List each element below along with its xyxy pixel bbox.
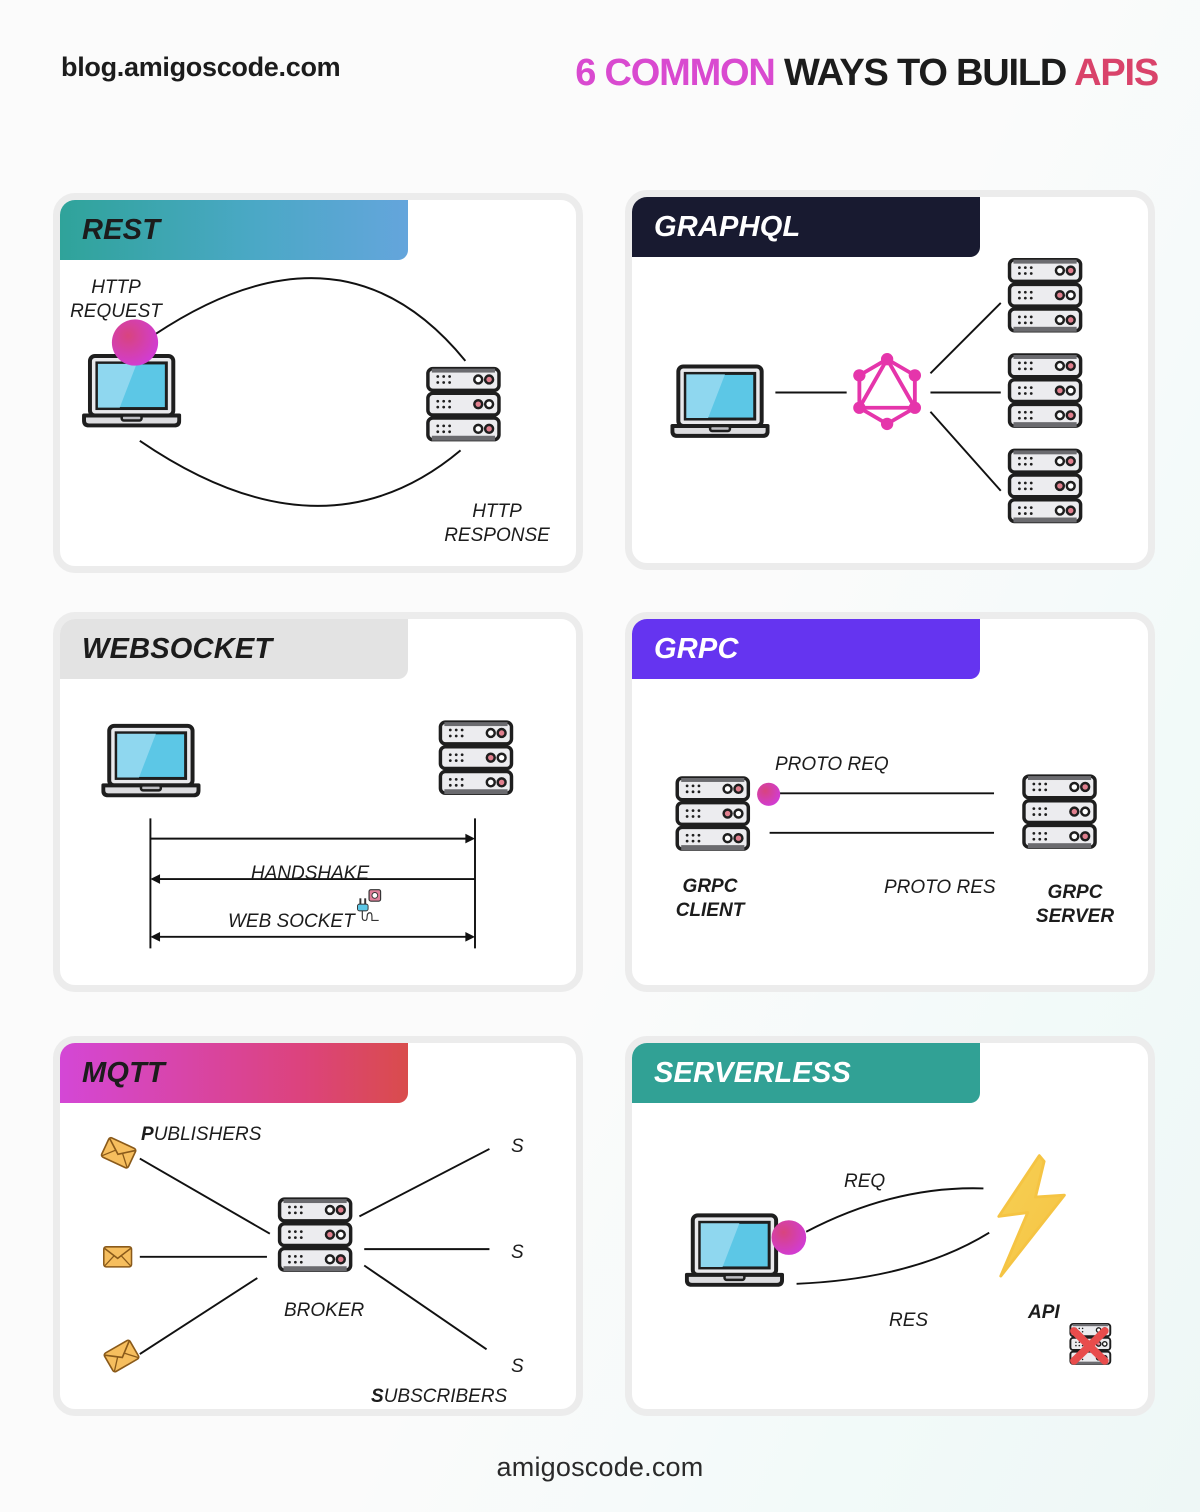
laptop-icon (687, 1215, 782, 1284)
proto-res-label: PROTO RES (884, 877, 996, 898)
grpc-client-server-icon (675, 776, 751, 852)
packet-dot (111, 319, 159, 366)
label-line: HTTP (91, 277, 141, 298)
mqtt-panel: MQTT PUBLISHERS BROKER SUBSCRIBERS S S S (53, 1036, 583, 1416)
handshake-response-arrow (150, 874, 475, 884)
page-title: 6 COMMON WAYS TO BUILD APIS (575, 52, 1159, 95)
grpc-server-icon (1022, 774, 1097, 850)
grpc-panel: GRPC PROTO REQ PROTO RES GRPC CLIENT GRP… (625, 612, 1155, 992)
websocket-diagram (60, 720, 514, 949)
grpc-client-label: GRPC CLIENT (660, 875, 760, 923)
label-line: SERVER (1035, 906, 1115, 927)
envelope-icon (102, 1338, 141, 1374)
req-label: REQ (844, 1171, 886, 1192)
label-cap: S (371, 1386, 384, 1407)
rest-panel: REST HTTP REQUEST HTTP RESPONSE (53, 193, 583, 573)
title-part-middle: WAYS TO BUILD (784, 52, 1067, 94)
http-request-label: HTTP REQUEST (66, 276, 166, 324)
title-part-apis: APIS (1074, 52, 1159, 94)
envelope-icon (99, 1136, 138, 1170)
envelope-icon (102, 1245, 133, 1268)
handshake-request-arrow (150, 833, 475, 844)
grpc-diagram (675, 774, 1097, 852)
res-curve (796, 1231, 990, 1285)
serverless-banner: SERVERLESS (632, 1043, 980, 1103)
websocket-panel: WEBSOCKET HANDSHAKE WEB SOCKET (53, 612, 583, 992)
label-line: GRPC (682, 876, 738, 897)
graphql-banner: GRAPHQL (632, 197, 980, 257)
connector-line (929, 302, 1002, 374)
subscriber-letter: S (511, 1242, 524, 1263)
label-rest: UBLISHERS (153, 1124, 262, 1145)
label-rest: UBSCRIBERS (383, 1386, 508, 1407)
websocket-banner: WEBSOCKET (60, 619, 408, 679)
publisher-line (139, 1157, 271, 1235)
connector-line (929, 411, 1002, 492)
api-label: API (1028, 1302, 1060, 1323)
laptop-icon (103, 726, 198, 795)
packet-dot (757, 782, 781, 806)
label-line: RESPONSE (444, 525, 550, 546)
label-line: HTTP (472, 501, 522, 522)
bidirectional-arrow (150, 932, 475, 942)
response-arc (139, 439, 462, 507)
graphql-logo-icon (853, 353, 921, 430)
serverless-panel: SERVERLESS REQ RES API (625, 1036, 1155, 1416)
rest-diagram (60, 277, 501, 507)
label-cap: P (141, 1124, 154, 1145)
request-arc (153, 277, 467, 362)
laptop-icon (84, 356, 179, 425)
proto-req-label: PROTO REQ (775, 754, 889, 775)
footer-url[interactable]: amigoscode.com (496, 1452, 704, 1482)
subscriber-letter: S (511, 1356, 524, 1377)
subscriber-line (358, 1148, 490, 1218)
label-line: GRPC (1047, 882, 1103, 903)
laptop-icon (672, 366, 767, 435)
rest-banner: REST (60, 200, 408, 260)
server-icon (438, 720, 514, 796)
graphql-panel: GRAPHQL (625, 190, 1155, 570)
no-server-icon (1069, 1323, 1112, 1366)
packet-dot (771, 1220, 807, 1255)
handshake-label: HANDSHAKE (250, 863, 370, 884)
label-line: CLIENT (675, 900, 745, 921)
subscribers-label: SUBSCRIBERS (371, 1385, 507, 1409)
label-line: REQUEST (70, 301, 162, 322)
subscriber-letter: S (511, 1136, 524, 1157)
req-curve (805, 1187, 984, 1233)
site-url[interactable]: blog.amigoscode.com (61, 52, 341, 82)
server-icon (426, 366, 501, 443)
plug-socket-icon (357, 889, 382, 922)
server-icon (1007, 353, 1083, 429)
lightning-bolt-icon (997, 1154, 1066, 1278)
publisher-line (139, 1277, 258, 1355)
grpc-server-label: GRPC SERVER (1020, 881, 1130, 929)
http-response-label: HTTP RESPONSE (442, 500, 552, 548)
serverless-diagram (632, 1154, 1112, 1366)
broker-label: BROKER (284, 1300, 365, 1321)
publishers-label: PUBLISHERS (141, 1123, 261, 1147)
grpc-banner: GRPC (632, 619, 980, 679)
mqtt-banner: MQTT (60, 1043, 408, 1103)
res-label: RES (889, 1310, 929, 1331)
broker-server-icon (277, 1197, 353, 1273)
subscriber-line (363, 1264, 488, 1351)
server-icon (1007, 448, 1083, 525)
graphql-diagram (632, 257, 1083, 525)
title-part-number: 6 COMMON (575, 52, 776, 94)
mqtt-diagram (99, 1136, 490, 1374)
server-icon (1007, 257, 1083, 334)
web-socket-label: WEB SOCKET (228, 911, 355, 932)
